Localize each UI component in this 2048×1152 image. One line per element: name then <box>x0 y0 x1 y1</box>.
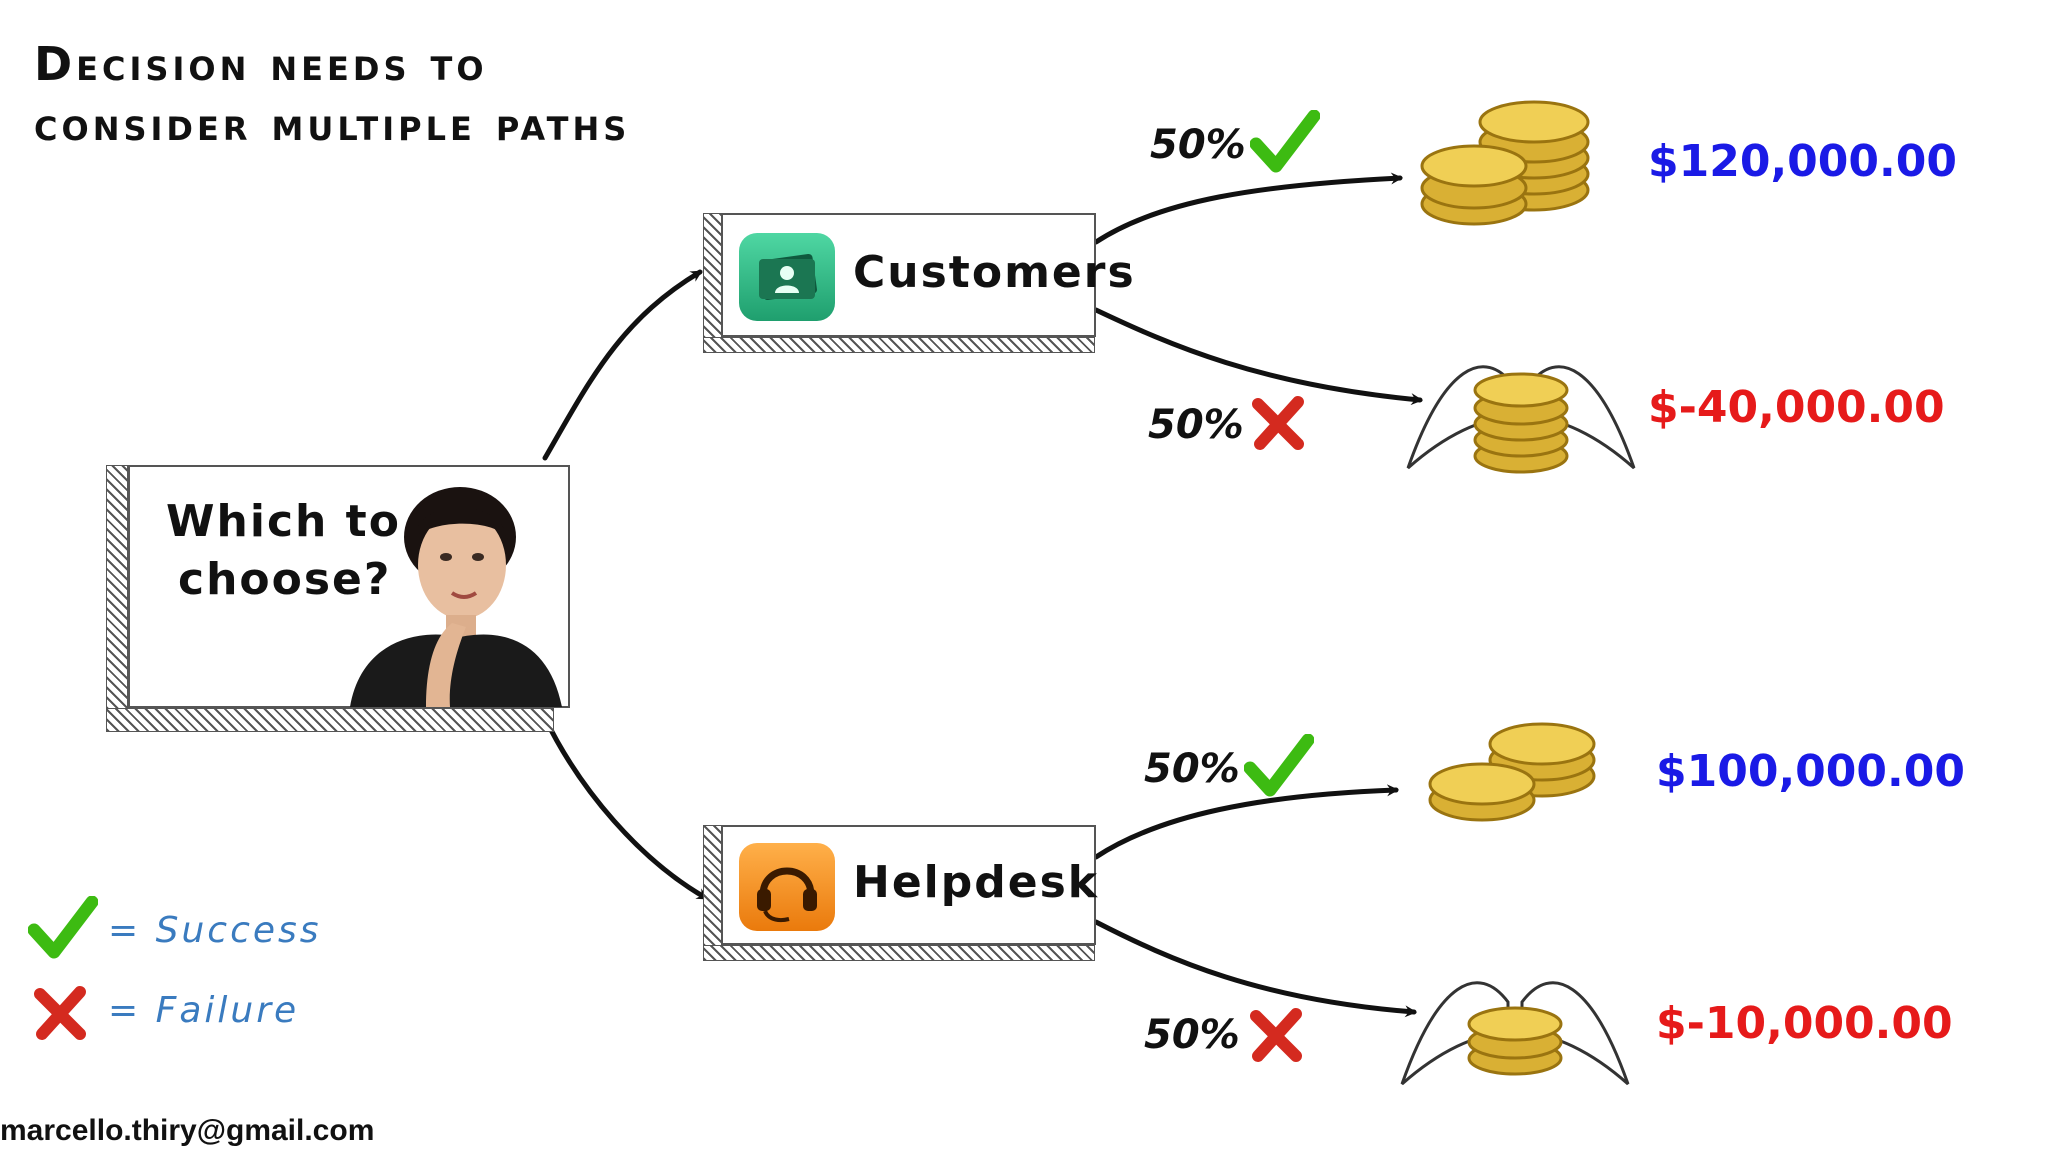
legend-check-icon <box>28 896 98 959</box>
author-email: marcello.thiry@gmail.com <box>0 1114 375 1147</box>
arrow-customers-failure <box>1093 307 1423 406</box>
helpdesk-label: Helpdesk <box>853 857 1100 908</box>
legend: = Success = Failure <box>28 896 388 1046</box>
legend-cross-icon <box>34 986 86 1040</box>
outcome-2-percent: 50% <box>1148 402 1244 448</box>
decision-box: Which to choose? <box>106 465 570 732</box>
box-shadow-bottom <box>703 337 1095 353</box>
outcome-3-percent: 50% <box>1144 746 1240 792</box>
outcome-1-amount: $120,000.00 <box>1648 136 1957 187</box>
outcome-3-amount: $100,000.00 <box>1656 746 1965 797</box>
box-shadow-bottom <box>703 945 1095 961</box>
flying-money-icon <box>1406 365 1636 474</box>
box-shadow-left <box>703 213 723 339</box>
arrow-helpdesk-success <box>1093 784 1399 860</box>
legend-success-label: = Success <box>108 910 322 951</box>
outcome-1-percent: 50% <box>1150 122 1246 168</box>
customers-label: Customers <box>853 247 1136 298</box>
arrow-to-customers <box>542 269 703 461</box>
outcome-2-amount: $-40,000.00 <box>1648 382 1945 433</box>
flying-money-icon <box>1400 981 1630 1086</box>
headset-icon <box>739 843 835 931</box>
box-shadow-left <box>703 825 723 947</box>
coin-stack-icon <box>1428 722 1596 822</box>
check-icon <box>1244 734 1314 797</box>
title-line-1: Decision needs to <box>34 37 488 91</box>
option-box-helpdesk: Helpdesk <box>703 825 1100 965</box>
arrow-helpdesk-failure <box>1093 919 1417 1018</box>
page-title: Decision needs to consider multiple path… <box>34 34 630 154</box>
customers-panel: Customers <box>721 213 1134 337</box>
cross-icon <box>1252 396 1304 450</box>
arrow-customers-success <box>1093 172 1403 245</box>
helpdesk-panel: Helpdesk <box>721 825 1100 945</box>
cross-icon <box>1250 1008 1302 1062</box>
check-icon <box>1250 110 1320 173</box>
coin-stack-icon <box>1420 100 1590 226</box>
option-box-customers: Customers <box>703 213 1134 353</box>
decision-line-2: choose? <box>178 554 392 605</box>
box-shadow-left <box>106 465 128 710</box>
decision-line-1: Which to <box>166 496 401 547</box>
thinking-woman-image <box>350 487 562 707</box>
title-line-2: consider multiple paths <box>34 97 631 151</box>
outcome-4-percent: 50% <box>1144 1012 1240 1058</box>
arrow-to-helpdesk <box>542 715 709 901</box>
contact-card-icon <box>739 233 835 321</box>
outcome-4-amount: $-10,000.00 <box>1656 998 1953 1049</box>
decision-question: Which to choose? <box>166 493 401 609</box>
decision-panel: Which to choose? <box>128 465 570 708</box>
legend-failure-label: = Failure <box>108 990 300 1031</box>
box-shadow-bottom <box>106 708 554 732</box>
